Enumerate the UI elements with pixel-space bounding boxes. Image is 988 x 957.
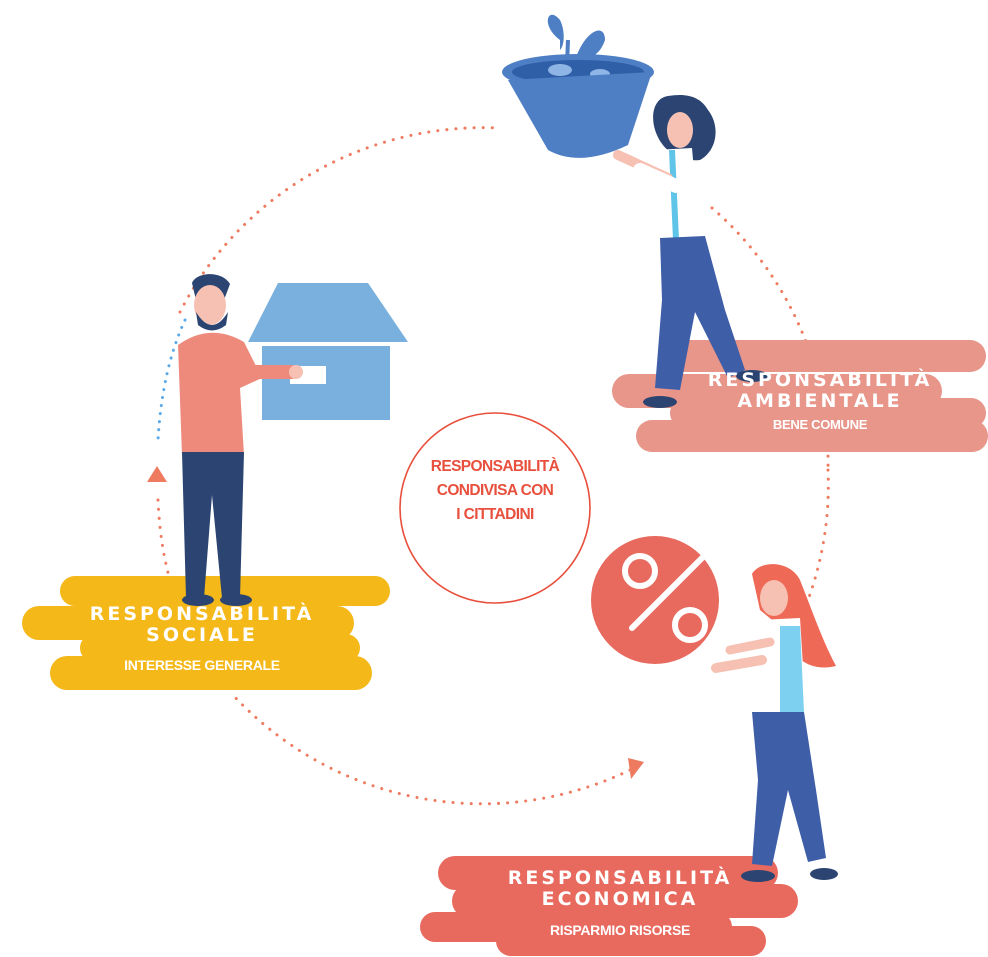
- center-line-1: RESPONSABILITÀ: [430, 458, 560, 475]
- arrow-left-icon: [628, 758, 644, 779]
- percent-icon: [622, 553, 658, 589]
- economica-subtitle: RISPARMIO RISORSE: [549, 922, 691, 938]
- trend-arrow-icon: [629, 543, 717, 631]
- cycle-path: [156, 126, 830, 806]
- economica-title-2: ECONOMICA: [541, 888, 699, 910]
- ambientale-title-2: AMBIENTALE: [737, 390, 903, 412]
- economica-brush: [420, 856, 798, 956]
- man-with-house: [178, 274, 408, 606]
- center-circle: [399, 412, 591, 604]
- ambientale-subtitle: BENE COMUNE: [772, 417, 868, 432]
- sociale-title-2: SOCIALE: [146, 624, 258, 646]
- sociale-brush: [22, 576, 390, 690]
- ambientale-title-1: RESPONSABILITÀ: [707, 369, 933, 391]
- center-line-2: CONDIVISA CON: [436, 482, 554, 499]
- woman-with-percent: [591, 536, 838, 882]
- center-label: RESPONSABILITÀ CONDIVISA CON I CITTADINI: [400, 455, 590, 527]
- arrow-up-icon: [147, 466, 167, 482]
- woman-with-plant: [502, 14, 768, 408]
- ambientale-brush: [612, 340, 988, 452]
- ambientale-label: RESPONSABILITÀ AMBIENTALE BENE COMUNE: [670, 369, 970, 433]
- economica-title-1: RESPONSABILITÀ: [507, 867, 733, 889]
- sociale-label: RESPONSABILITÀ SOCIALE INTERESSE GENERAL…: [52, 603, 352, 674]
- center-line-3: I CITTADINI: [456, 506, 534, 523]
- economica-label: RESPONSABILITÀ ECONOMICA RISPARMIO RISOR…: [470, 867, 770, 939]
- sociale-title-1: RESPONSABILITÀ: [89, 603, 315, 625]
- sociale-subtitle: INTERESSE GENERALE: [124, 657, 280, 673]
